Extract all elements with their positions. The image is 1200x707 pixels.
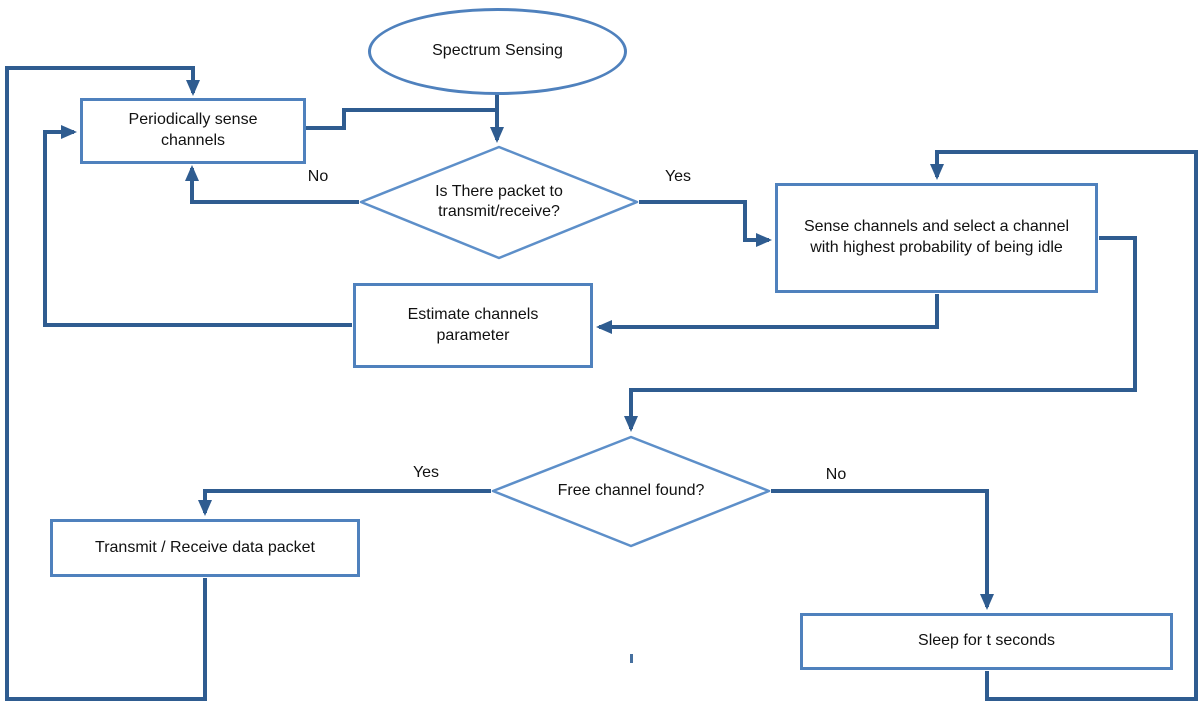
edge-sense-to-free-decision	[624, 236, 1137, 432]
node-sense-select-channel: Sense channels and select a channel with…	[775, 183, 1098, 293]
node-transmit-receive: Transmit / Receive data packet	[50, 519, 360, 577]
node-periodically-sense: Periodically sense channels	[80, 98, 306, 164]
edge-label-free-yes: Yes	[412, 464, 440, 481]
edge-sense-to-estimate	[596, 294, 939, 334]
edge-sleep-to-sense-loop	[930, 150, 1198, 701]
node-estimate-parameters-label: Estimate channels parameter	[407, 305, 539, 344]
decision-free-channel-label: Free channel found?	[557, 482, 705, 499]
edge-free-yes-to-transmit	[198, 489, 491, 516]
decision-packet-label: Is There packet to transmit/receive?	[435, 183, 563, 220]
node-sense-select-channel-label: Sense channels and select a channel with…	[803, 218, 1070, 256]
edge-packet-yes-to-sense	[639, 200, 772, 247]
node-periodically-sense-label: Periodically sense channels	[128, 111, 258, 149]
decision-free-channel-shape	[491, 435, 771, 548]
artifact-tick	[630, 654, 633, 663]
edge-transmit-to-periodic-loop	[5, 66, 207, 701]
edge-periodic-to-packet-decision	[306, 108, 499, 130]
node-transmit-receive-label: Transmit / Receive data packet	[95, 538, 315, 556]
edge-label-free-no: No	[825, 466, 847, 483]
node-start-label: Spectrum Sensing	[432, 42, 563, 60]
node-sleep: Sleep for t seconds	[800, 613, 1173, 670]
edge-estimate-to-periodic	[43, 125, 352, 327]
edge-free-no-to-sleep	[771, 489, 994, 610]
decision-packet-label-wrap: Is There packet to transmit/receive?	[374, 152, 624, 252]
node-start-terminator: Spectrum Sensing	[368, 8, 627, 95]
edge-label-packet-no: No	[307, 168, 329, 185]
decision-free-channel-label-wrap: Free channel found?	[506, 441, 756, 541]
node-sleep-label: Sleep for t seconds	[918, 632, 1055, 650]
edge-label-packet-yes: Yes	[664, 168, 692, 185]
edge-packet-no-return	[185, 165, 359, 204]
decision-packet-shape	[359, 145, 639, 260]
node-estimate-parameters: Estimate channels parameter	[353, 283, 593, 368]
